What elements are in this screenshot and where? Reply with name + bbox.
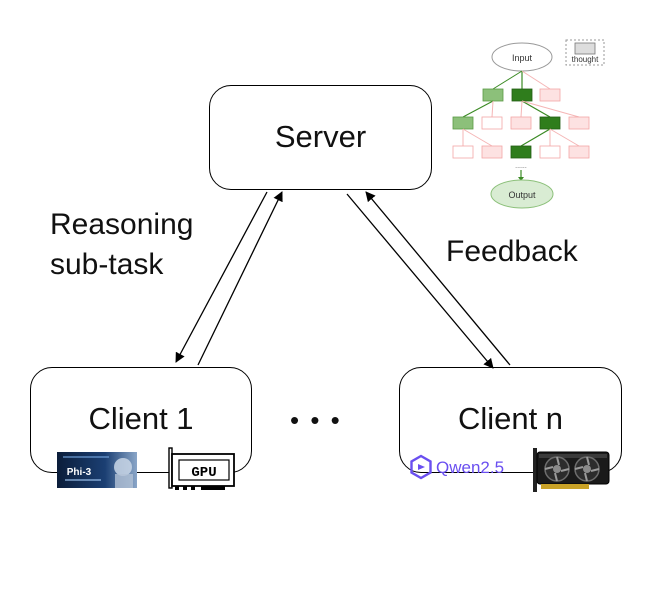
reasoning-subtask-line-1: Reasoning bbox=[50, 208, 194, 241]
qwen-logo-text: Qwen2.5 bbox=[436, 458, 504, 477]
arrow-server-to-client1 bbox=[175, 191, 268, 363]
tree-output-label: Output bbox=[508, 190, 536, 200]
reasoning-subtask-label: Reasoning sub-task bbox=[50, 205, 193, 285]
reasoning-subtask-line-2: sub-task bbox=[50, 248, 164, 281]
gpu-label: GPU bbox=[191, 465, 216, 481]
phi3-logo-text: Phi-3 bbox=[67, 467, 92, 478]
arrow-clientn-to-server bbox=[365, 191, 511, 366]
tree-dots: ...... bbox=[515, 163, 527, 170]
legend-thought-label: thought bbox=[572, 55, 599, 64]
phi3-logo: Phi-3 bbox=[57, 452, 137, 488]
client-1-label: Client 1 bbox=[88, 401, 194, 436]
server-label: Server bbox=[274, 119, 367, 154]
qwen-logo: Qwen2.5 bbox=[410, 454, 504, 480]
arrow-server-to-clientn bbox=[346, 193, 494, 369]
arrow-client1-to-server bbox=[197, 191, 283, 366]
qwen-mark-icon bbox=[410, 454, 432, 480]
server-node: Server bbox=[209, 85, 432, 190]
client-n-label: Client n bbox=[457, 401, 564, 436]
gpu-card-icon: GPU bbox=[168, 447, 235, 490]
graphics-card-icon bbox=[533, 448, 610, 492]
tree-input-label: Input bbox=[512, 53, 533, 63]
client-ellipsis: • • • bbox=[290, 405, 342, 435]
feedback-label: Feedback bbox=[446, 235, 578, 268]
